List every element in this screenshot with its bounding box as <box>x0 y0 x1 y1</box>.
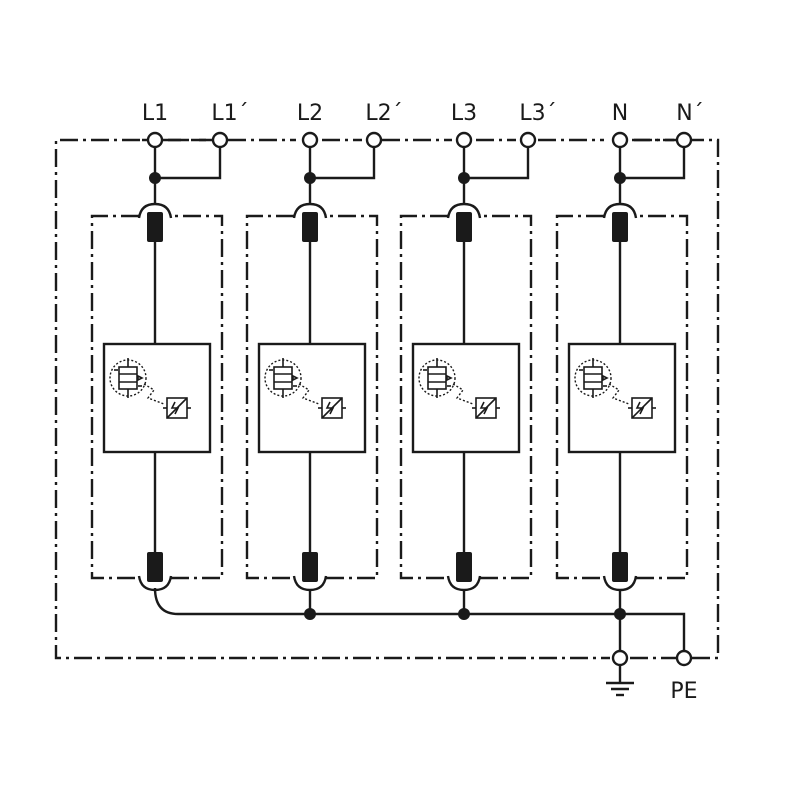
terminal-label-8: N´ <box>676 101 703 126</box>
terminal-label-7: N <box>612 101 628 126</box>
top-contact-block <box>147 212 163 242</box>
module-housing <box>555 214 689 580</box>
terminal-label-1: L1 <box>142 101 168 126</box>
terminal-label-5: L3 <box>451 101 477 126</box>
device-box <box>411 342 521 454</box>
bottom-contact-block <box>456 552 472 582</box>
module-l2 <box>245 147 379 614</box>
bus-node-l3 <box>458 608 470 620</box>
surge-arrester-module-icon <box>264 358 346 419</box>
module-l3 <box>399 147 533 614</box>
terminal-label-2: L1´ <box>211 101 248 126</box>
top-terminal-2 <box>211 131 229 149</box>
terminal-label-4: L2´ <box>365 101 402 126</box>
top-terminal-7 <box>611 131 629 149</box>
module-housing <box>399 214 533 580</box>
device-box <box>257 342 367 454</box>
top-terminal-labels: L1 L1´ L2 L2´ L3 L3´ N N´ <box>142 101 704 126</box>
modules <box>90 147 689 614</box>
top-terminal-6 <box>519 131 537 149</box>
ground-icon <box>606 666 634 697</box>
top-contact-block <box>302 212 318 242</box>
terminal-label-6: L3´ <box>519 101 556 126</box>
terminal-label-3: L2 <box>297 101 323 126</box>
bus-node-n <box>614 608 626 620</box>
pe-terminal <box>675 649 693 667</box>
pe-link <box>620 612 686 650</box>
bottom-contact-block <box>612 552 628 582</box>
top-terminal-3 <box>301 131 319 149</box>
top-terminal-8 <box>675 131 693 149</box>
module-n <box>555 147 689 614</box>
top-contact-block <box>456 212 472 242</box>
bus-node-l2 <box>304 608 316 620</box>
module-housing <box>90 214 224 580</box>
top-terminal-1 <box>146 131 164 149</box>
module-l1 <box>90 147 224 592</box>
bottom-contact-block <box>147 552 163 582</box>
device-box <box>102 342 212 454</box>
pe-label: PE <box>670 679 697 704</box>
surge-arrester-module-icon <box>574 358 656 419</box>
ground-terminal <box>611 649 629 667</box>
top-terminal-5 <box>455 131 473 149</box>
surge-arrester-module-icon <box>418 358 500 419</box>
bottom-contact-block <box>302 552 318 582</box>
common-bus <box>153 587 620 616</box>
top-terminal-4 <box>365 131 383 149</box>
module-housing <box>245 214 379 580</box>
top-contact-block <box>612 212 628 242</box>
surge-arrester-module-icon <box>109 358 191 419</box>
device-box <box>567 342 677 454</box>
